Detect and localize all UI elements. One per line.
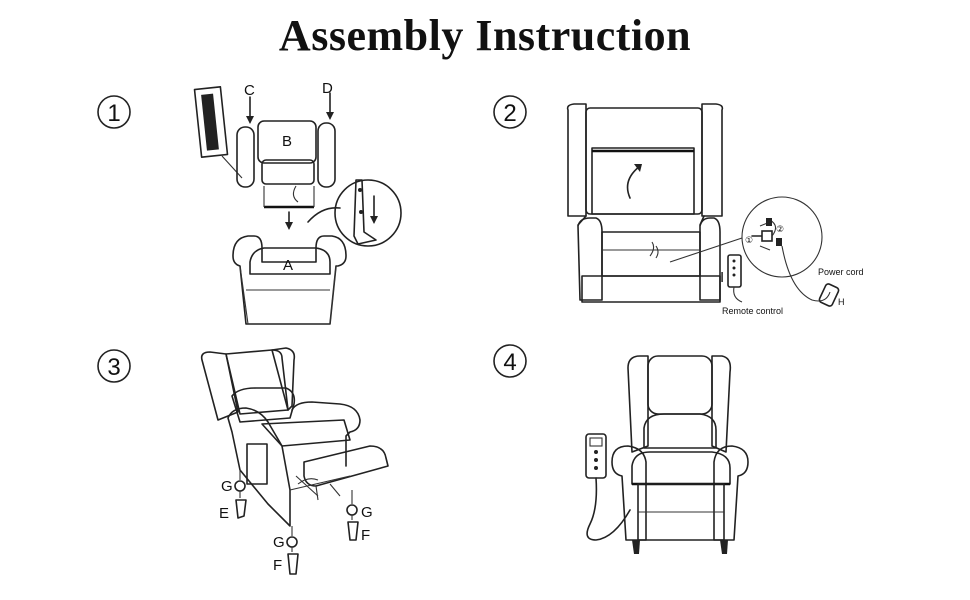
label-b: B [282,133,292,150]
power-cord-text: Power cord [818,267,864,277]
label-a: A [283,257,293,274]
remote-control: I Remote control [720,254,783,316]
step-4-badge: 4 [493,344,527,378]
step-3-number: 3 [107,354,120,381]
assembled-chair [611,355,749,554]
left-arm-part-c: C [236,82,255,188]
right-arm-part-d: D [317,80,336,188]
step-2: 2 [493,95,864,316]
leg-assembly-e: G E [219,470,247,522]
leg-assembly-f-right: G F [346,490,373,544]
step-2-number: 2 [503,100,516,127]
chair-rear-view [566,103,743,303]
step-4-number: 4 [503,349,516,376]
label-c: C [244,82,255,99]
port-1-label: ① [745,235,753,245]
label-d: D [322,80,333,97]
remote-control-text: Remote control [722,306,783,316]
leg-assembly-f-front: G F [273,526,299,575]
label-i: I [720,269,724,286]
backrest-part-b: B [257,120,317,230]
seat-base-part-a: A [232,235,347,325]
label-f-1: F [273,557,282,574]
step-3-badge: 3 [97,349,131,383]
label-g-1: G [221,478,233,495]
reclined-chair [200,347,389,527]
label-e: E [219,505,229,522]
power-plug: Power cord H [818,267,864,307]
page-title: Assembly Instruction [278,11,692,60]
label-g-2: G [273,534,285,551]
step-1-badge: 1 [97,95,131,129]
step-1-number: 1 [107,100,120,127]
screw-strip-detail [193,86,243,179]
step-1: 1 C D B [97,80,402,325]
label-g-3: G [361,504,373,521]
step-3: 3 G [97,347,389,575]
step-2-badge: 2 [493,95,527,129]
label-f-2: F [361,527,370,544]
label-h: H [838,297,845,307]
bracket-detail [307,179,402,247]
step-4: 4 [493,344,749,554]
connector-detail: ① ② [741,196,831,302]
port-2-label: ② [776,224,784,234]
remote-control-assembled [585,433,631,541]
